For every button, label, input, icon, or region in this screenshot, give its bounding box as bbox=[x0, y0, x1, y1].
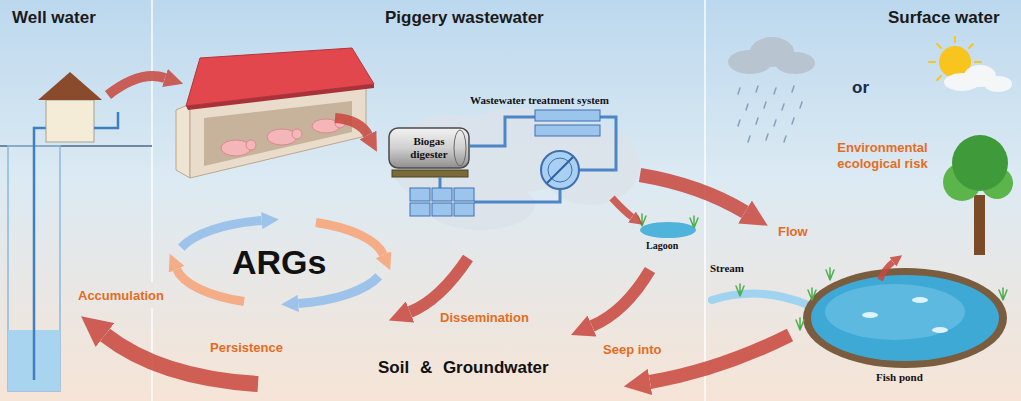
panel-band: Well water bbox=[0, 0, 152, 401]
label-holder: Dissemination bbox=[440, 310, 529, 326]
lagoon-label: Lagoon bbox=[646, 240, 678, 252]
pig-barn bbox=[176, 48, 374, 178]
panel-heading: Well water bbox=[12, 8, 96, 28]
process-label: Persistence bbox=[210, 340, 283, 356]
args-cycle bbox=[177, 221, 384, 304]
label-holder: ARGs bbox=[232, 242, 326, 283]
label-holder: Seep into bbox=[603, 342, 662, 358]
panel-heading: Surface water bbox=[888, 8, 1000, 28]
label-holder: Stream bbox=[710, 262, 744, 275]
label-holder: Soil & Groundwater bbox=[378, 358, 549, 378]
process-label: Flow bbox=[778, 224, 808, 240]
risk-label: Environmental ecological risk bbox=[830, 140, 935, 171]
label-holder: or bbox=[852, 78, 869, 98]
digester-tank: Biogas digester bbox=[388, 127, 470, 169]
process-label: Seep into bbox=[603, 342, 662, 358]
tank-text: Biogas digester bbox=[401, 135, 457, 160]
label-holder: Accumulation bbox=[78, 288, 164, 304]
stream-label: Stream bbox=[710, 262, 744, 275]
process-label: Accumulation bbox=[78, 288, 164, 304]
or-label: or bbox=[852, 78, 869, 98]
label-holder: Wastewater treatment system bbox=[470, 94, 609, 107]
label-holder: Persistence bbox=[210, 340, 283, 356]
panel-band: Surface water bbox=[705, 0, 1021, 401]
label-holder: Flow bbox=[778, 224, 808, 240]
label-holder: Fish pond bbox=[876, 371, 923, 384]
panel-divider bbox=[152, 0, 705, 401]
pond-label: Fish pond bbox=[876, 371, 923, 384]
args-label: ARGs bbox=[232, 242, 326, 283]
surface-scene bbox=[638, 135, 1013, 368]
panel-heading: Piggery wastewater bbox=[385, 8, 544, 28]
label-holder: Environmental ecological risk bbox=[830, 140, 935, 171]
process-label: Dissemination bbox=[440, 310, 529, 326]
system-label: Wastewater treatment system bbox=[470, 94, 609, 107]
weather bbox=[728, 37, 1012, 142]
label-holder: Lagoon bbox=[646, 240, 678, 252]
soil-label: Soil & Groundwater bbox=[378, 358, 549, 378]
flow-arrows bbox=[105, 76, 893, 384]
